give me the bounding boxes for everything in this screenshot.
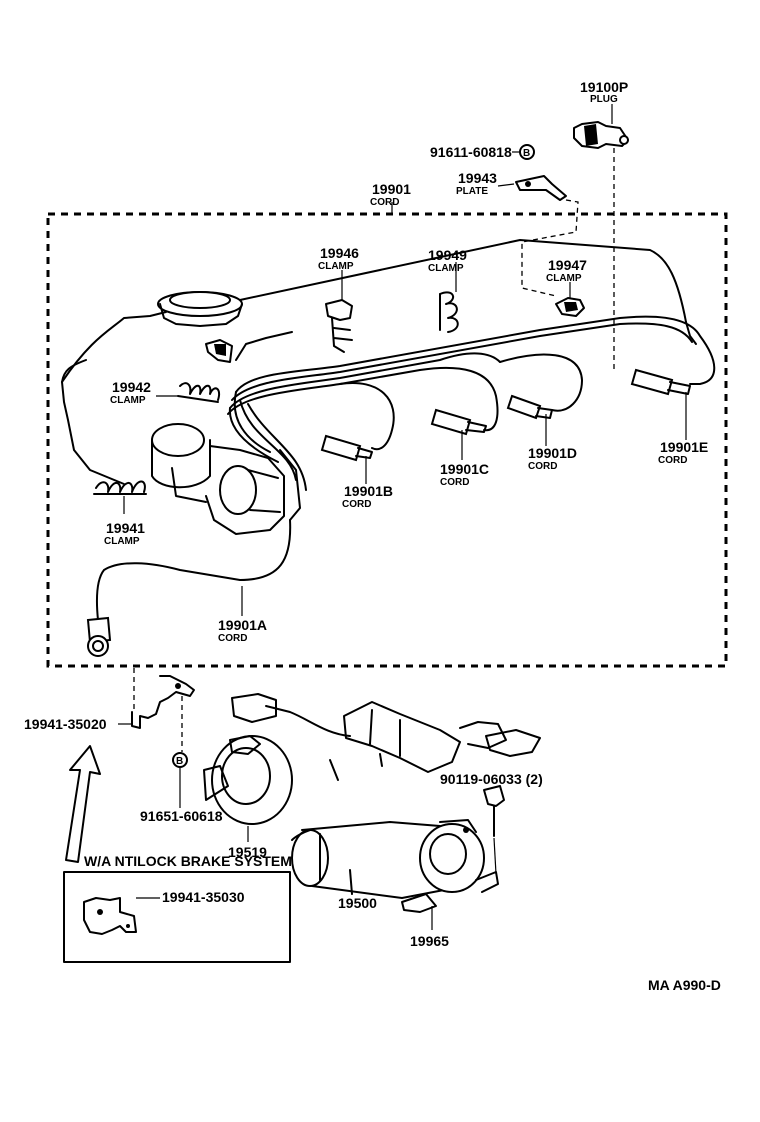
spark-plug-icon [573, 121, 629, 372]
label-cord-a: 19901A CORD [218, 617, 267, 644]
plug-boot-c-icon [430, 408, 487, 436]
label-coil: 19500 [338, 895, 377, 911]
igniter-module-icon [231, 693, 541, 781]
part-number: 19901A [218, 617, 267, 633]
clamp-19949-icon [439, 291, 459, 333]
label-cord-b: 19901B CORD [342, 483, 393, 510]
plug-boot-d-icon [506, 394, 553, 420]
cord-a-icon [86, 519, 292, 657]
label-cap: 19519 [228, 844, 267, 860]
label-clamp-19941: 19941 CLAMP [104, 520, 145, 547]
plate-icon [515, 175, 579, 297]
part-number: 19943 [458, 170, 497, 186]
part-name: CLAMP [428, 263, 464, 274]
leader-lines [118, 104, 687, 725]
cord-set-boundary [46, 202, 728, 668]
bracket-19941-35020-icon [131, 668, 195, 752]
part-number: 19901C [440, 461, 489, 477]
clamp-19946-icon [325, 299, 353, 353]
part-name: CLAMP [104, 536, 140, 547]
distributor-icon [151, 423, 285, 535]
label-clamp-19946: 19946 CLAMP [318, 245, 359, 272]
engine-outline [61, 239, 697, 485]
engine-bracket-icon [205, 339, 233, 363]
part-name: CORD [440, 477, 469, 488]
part-number: 19947 [548, 257, 587, 273]
part-number: 19901 [372, 181, 411, 197]
bolt-icon: B [519, 144, 535, 160]
part-number: 19901E [660, 439, 708, 455]
part-number: 19946 [320, 245, 359, 261]
part-number: 19100P [580, 79, 628, 95]
label-plate: 19943 PLATE [456, 170, 497, 197]
part-number: 19901B [344, 483, 393, 499]
clamp-19947-icon [555, 297, 585, 317]
label-bracket: 19941-35020 [24, 716, 107, 732]
part-number: 19941 [106, 520, 145, 536]
clamp-19942-icon [177, 382, 220, 403]
label-clamp-19949: 19949 CLAMP [428, 247, 467, 274]
plug-boot-b-icon [320, 434, 373, 462]
antilock-inset-box [63, 871, 291, 963]
inset-part-label: 19941-35030 [162, 889, 245, 905]
oil-filler-cap-icon [157, 291, 243, 327]
part-number: 19949 [428, 247, 467, 263]
label-bolt-top: 91611-60818 [430, 144, 512, 160]
ignition-coil-19500-icon [291, 821, 445, 899]
label-cord-d: 19901D CORD [528, 445, 577, 472]
screw-icon [483, 785, 505, 875]
distributor-cap-19519-icon [203, 735, 293, 842]
part-name: CLAMP [318, 261, 354, 272]
svg-text:B: B [523, 148, 530, 159]
label-bolt-lower: 91651-60618 [140, 808, 223, 824]
ignition-cord-harness [227, 315, 716, 521]
part-name: CLAMP [546, 273, 582, 284]
label-cord-main: 19901 CORD [370, 181, 411, 208]
part-name: CORD [370, 197, 399, 208]
part-name: CORD [528, 461, 557, 472]
label-cord-e: 19901E CORD [658, 439, 708, 466]
part-name: PLATE [456, 186, 488, 197]
plug-boot-e-icon [630, 368, 691, 396]
clamp-19941-icon [93, 480, 147, 495]
label-clamp-19947: 19947 CLAMP [546, 257, 587, 284]
part-name: PLUG [590, 94, 618, 105]
label-plug: 19100P PLUG [580, 79, 628, 105]
part-name: CLAMP [110, 395, 146, 406]
part-name: CORD [658, 455, 687, 466]
part-name: CORD [218, 633, 247, 644]
svg-text:B: B [176, 756, 183, 767]
bolt-lower-icon: B [172, 752, 188, 808]
part-number: 19942 [112, 379, 151, 395]
page-code: MA A990-D [648, 977, 721, 993]
part-name: CORD [342, 499, 371, 510]
arrow-up-icon [65, 745, 101, 863]
label-cord-c: 19901C CORD [440, 461, 489, 488]
label-coil-bracket: 19965 [410, 933, 449, 949]
coil-bracket-19965-icon [401, 819, 499, 930]
label-screw: 90119-06033 (2) [440, 771, 543, 787]
part-number: 19901D [528, 445, 577, 461]
label-clamp-19942: 19942 CLAMP [110, 379, 151, 406]
inset-title: W/A NTILOCK BRAKE SYSTEM [84, 853, 292, 869]
